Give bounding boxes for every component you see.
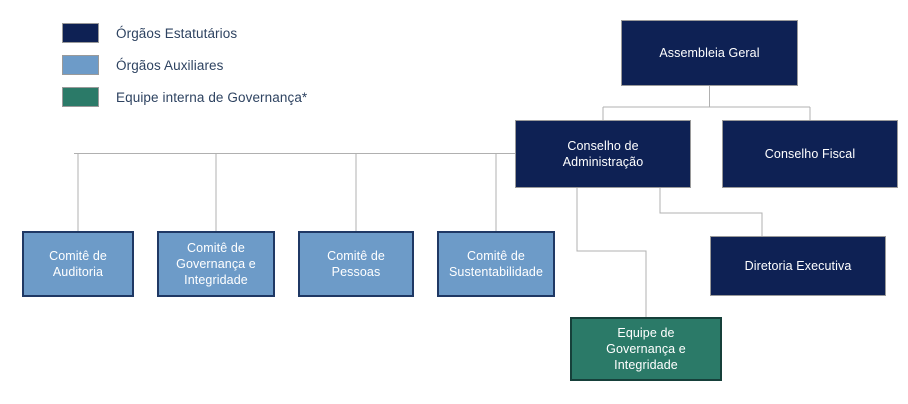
- node-comite-de-auditoria-label: Comitê de Auditoria: [49, 249, 107, 279]
- connector-conselho-to-equipe: [576, 188, 647, 317]
- node-conselho-de-administracao[interactable]: Conselho de Administração: [515, 120, 691, 188]
- node-comite-de-sustentabilidade-label: Comitê de Sustentabilidade: [448, 249, 544, 279]
- node-comite-de-sustentabilidade[interactable]: Comitê de Sustentabilidade: [437, 231, 555, 297]
- legend-label-statutory: Órgãos Estatutários: [116, 25, 238, 41]
- legend-label-auxiliary: Órgãos Auxiliares: [116, 57, 224, 73]
- legend-item-statutory: Órgãos Estatutários: [62, 18, 392, 48]
- node-comite-de-auditoria[interactable]: Comitê de Auditoria: [22, 231, 134, 297]
- legend-item-auxiliary: Órgãos Auxiliares: [62, 50, 392, 80]
- node-assembleia-geral[interactable]: Assembleia Geral: [621, 20, 798, 86]
- node-conselho-fiscal[interactable]: Conselho Fiscal: [722, 120, 898, 188]
- legend-label-governance: Equipe interna de Governança*: [116, 89, 308, 105]
- node-comite-de-governanca-e-integridade-label: Comitê de Governança e Integridade: [176, 241, 256, 287]
- node-diretoria-executiva[interactable]: Diretoria Executiva: [710, 236, 886, 296]
- node-conselho-fiscal-label: Conselho Fiscal: [764, 147, 856, 161]
- statutory-swatch-icon: [62, 23, 99, 43]
- node-comite-de-pessoas[interactable]: Comitê de Pessoas: [298, 231, 414, 297]
- node-equipe-de-governanca-e-integridade[interactable]: Equipe de Governança e Integridade: [570, 317, 722, 381]
- auxiliary-swatch-icon: [62, 55, 99, 75]
- governance-swatch-icon: [62, 87, 99, 107]
- node-equipe-de-governanca-e-integridade-label: Equipe de Governança e Integridade: [606, 326, 686, 372]
- connector-conselho-to-diretoria: [659, 188, 763, 236]
- node-comite-de-pessoas-label: Comitê de Pessoas: [327, 249, 385, 279]
- legend: Órgãos Estatutários Órgãos Auxiliares Eq…: [62, 18, 392, 114]
- legend-item-governance: Equipe interna de Governança*: [62, 82, 392, 112]
- node-comite-de-governanca-e-integridade[interactable]: Comitê de Governança e Integridade: [157, 231, 275, 297]
- node-conselho-de-administracao-label: Conselho de Administração: [562, 139, 644, 169]
- node-assembleia-geral-label: Assembleia Geral: [659, 46, 760, 60]
- node-diretoria-executiva-label: Diretoria Executiva: [744, 259, 852, 273]
